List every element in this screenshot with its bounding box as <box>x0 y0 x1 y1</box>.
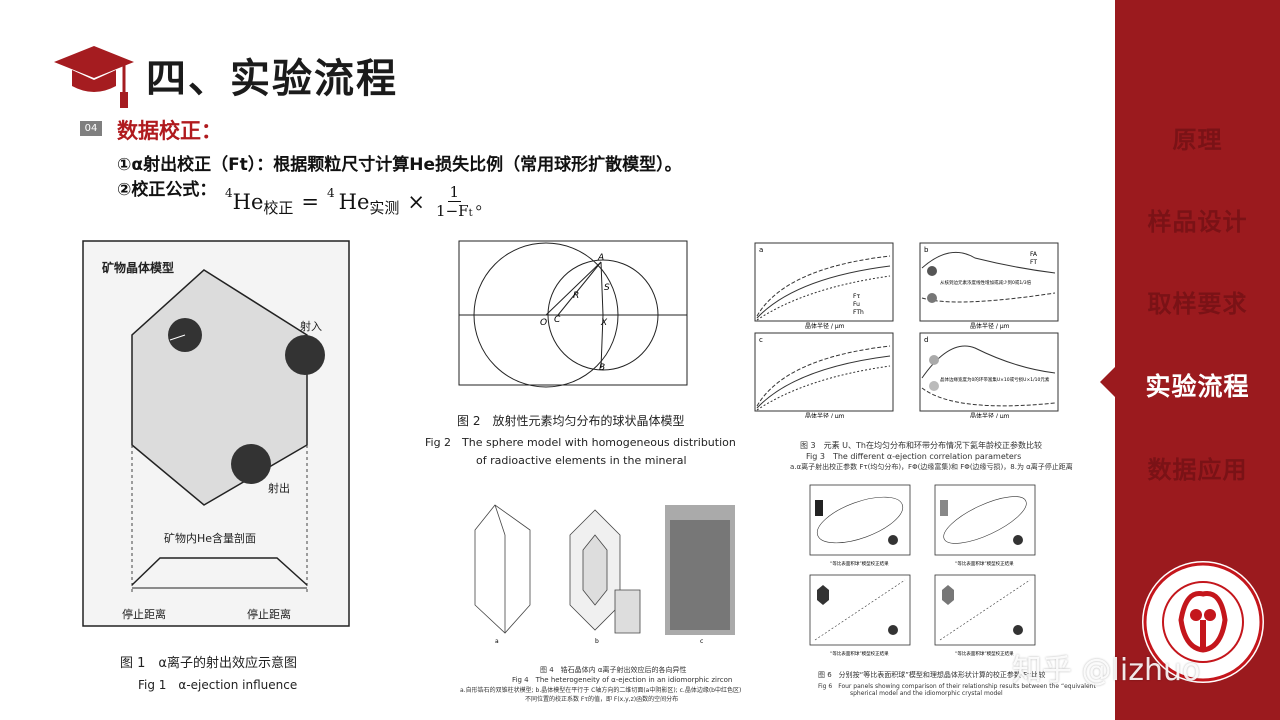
svg-text:“等比表面积球”模型校正结果: “等比表面积球”模型校正结果 <box>955 650 1014 657</box>
fig4-caption-cn: 图 4 锆石晶体内 α离子射出效应后的各向异性 <box>540 666 687 674</box>
svg-text:d: d <box>924 336 928 344</box>
svg-text:O: O <box>540 318 547 328</box>
svg-text:Fτ: Fτ <box>853 293 860 300</box>
svg-text:Fu: Fu <box>853 301 860 308</box>
fig4-note2: 不同位置的校正系数 Fτ的值，即 F(x,y,z)函数的空间分布 <box>525 696 679 703</box>
fig2-caption-en2: of radioactive elements in the mineral <box>476 454 687 467</box>
fig6-caption-en1: Fig 6 Four panels showing comparison of … <box>818 683 1096 690</box>
nav-item-principle[interactable]: 原理 <box>1172 126 1223 154</box>
active-nav-pointer <box>1100 367 1115 397</box>
svg-text:FT: FT <box>1030 259 1037 266</box>
figure-1-alpha-ejection: 矿物晶体模型 射入 射出 矿物内He含量剖面 停止距离 停止距离 <box>82 240 350 627</box>
svg-text:a: a <box>759 246 763 254</box>
fig3-caption-cn: 图 3 元素 U、Th在均匀分布和环带分布情况下氦年龄校正参数比较 <box>800 441 1042 450</box>
fig1-profile-title: 矿物内He含量剖面 <box>164 531 256 545</box>
svg-text:晶体边缘宽度为0的环带富集U×10或亏损U×1/10元素: 晶体边缘宽度为0的环带富集U×10或亏损U×1/10元素 <box>940 376 1050 383</box>
svg-text:FA: FA <box>1030 251 1038 258</box>
fig4-caption-en: Fig 4 The heterogeneity of α-ejection in… <box>512 676 733 684</box>
fig2-caption-en1: Fig 2 The sphere model with homogeneous … <box>425 436 736 449</box>
svg-text:c: c <box>759 336 763 344</box>
formula-label: ②校正公式： <box>117 180 217 200</box>
svg-text:B: B <box>599 363 605 373</box>
nav-item-sample-design[interactable]: 样品设计 <box>1147 208 1248 236</box>
nav-item-data-application[interactable]: 数据应用 <box>1147 456 1248 484</box>
svg-text:晶体半径 / μm: 晶体半径 / μm <box>970 322 1010 330</box>
svg-text:c: c <box>700 638 703 645</box>
nav-item-sampling-requirements[interactable]: 取样要求 <box>1147 290 1248 318</box>
svg-text:a: a <box>495 638 499 645</box>
section-title: 数据校正： <box>117 119 222 143</box>
figure-2-sphere-model: A R S O C X B <box>458 240 688 388</box>
svg-text:“等比表面积球”模型校正结果: “等比表面积球”模型校正结果 <box>830 560 889 567</box>
university-logo <box>1142 561 1264 683</box>
svg-text:S: S <box>604 283 610 293</box>
svg-text:晶体半径 / μm: 晶体半径 / μm <box>805 412 845 418</box>
svg-text:X: X <box>600 318 608 328</box>
fig1-caption-en: Fig 1 α-ejection influence <box>138 678 298 692</box>
fig1-caption-cn: 图 1 α离子的射出效应示意图 <box>120 656 297 671</box>
fig2-caption-cn: 图 2 放射性元素均匀分布的球状晶体模型 <box>457 414 685 428</box>
svg-text:R: R <box>573 291 579 301</box>
fig1-label-in: 射入 <box>300 319 322 333</box>
fig1-stop-right: 停止距离 <box>247 607 291 621</box>
graduation-cap-icon <box>54 46 134 108</box>
fig3-caption-note: a.α离子射出校正参数 Fτ(均匀分布)，FΦ(边缘富集)和 FΦ(边缘亏损)，… <box>790 463 1073 471</box>
svg-text:从核到边元素浓度线性增加或减少到0或1/3倍: 从核到边元素浓度线性增加或减少到0或1/3倍 <box>940 279 1032 286</box>
svg-text:“等比表面积球”模型校正结果: “等比表面积球”模型校正结果 <box>955 560 1014 567</box>
fig3-caption-en: Fig 3 The different α-ejection correlati… <box>806 452 1022 461</box>
figure-3-correction-parameters: a Fτ Fu FTh b 从核到边元素浓度线性增加或减少到0或1/3倍 FA … <box>754 242 1059 418</box>
fig1-label-out: 射出 <box>268 481 290 495</box>
figure-4-zircon-anisotropy: a b c <box>474 504 735 645</box>
nav-item-experimental-procedure[interactable]: 实验流程 <box>1145 372 1250 401</box>
figure-6-ft-comparison: “等比表面积球”模型校正结果 “等比表面积球”模型校正结果 “等比表面积球”模型… <box>809 484 1036 657</box>
watermark: 知乎 @lizhuo <box>1012 653 1201 688</box>
svg-text:“等比表面积球”模型校正结果: “等比表面积球”模型校正结果 <box>830 650 889 657</box>
svg-text:FTh: FTh <box>853 309 864 316</box>
svg-text:晶体半径 / μm: 晶体半径 / μm <box>805 322 845 330</box>
fig1-panel-title: 矿物晶体模型 <box>102 260 174 275</box>
fig6-caption-cn: 图 6 分别按“等比表面积球”模型和理想晶体形状计算的校正参数 Fτ比较 <box>818 671 1046 679</box>
svg-text:A: A <box>597 253 604 263</box>
ft-correction-text: ①α射出校正（Ft）：根据颗粒尺寸计算He损失比例（常用球形扩散模型）。 <box>117 155 682 175</box>
fig4-note1: a.自形锆石的双锥柱状模型; b.晶体模型在平行于 C轴方向的二维切面(a中阴影… <box>460 687 742 694</box>
svg-text:晶体半径 / μm: 晶体半径 / μm <box>970 412 1010 418</box>
svg-text:b: b <box>595 638 599 645</box>
fig1-stop-left: 停止距离 <box>122 607 166 621</box>
svg-text:C: C <box>554 315 561 325</box>
fig6-caption-en2: spherical model and the idiomorphic crys… <box>850 690 1003 697</box>
section-number-badge: 04 <box>80 121 102 136</box>
page-title: 四、实验流程 <box>146 56 398 102</box>
svg-text:b: b <box>924 246 929 254</box>
